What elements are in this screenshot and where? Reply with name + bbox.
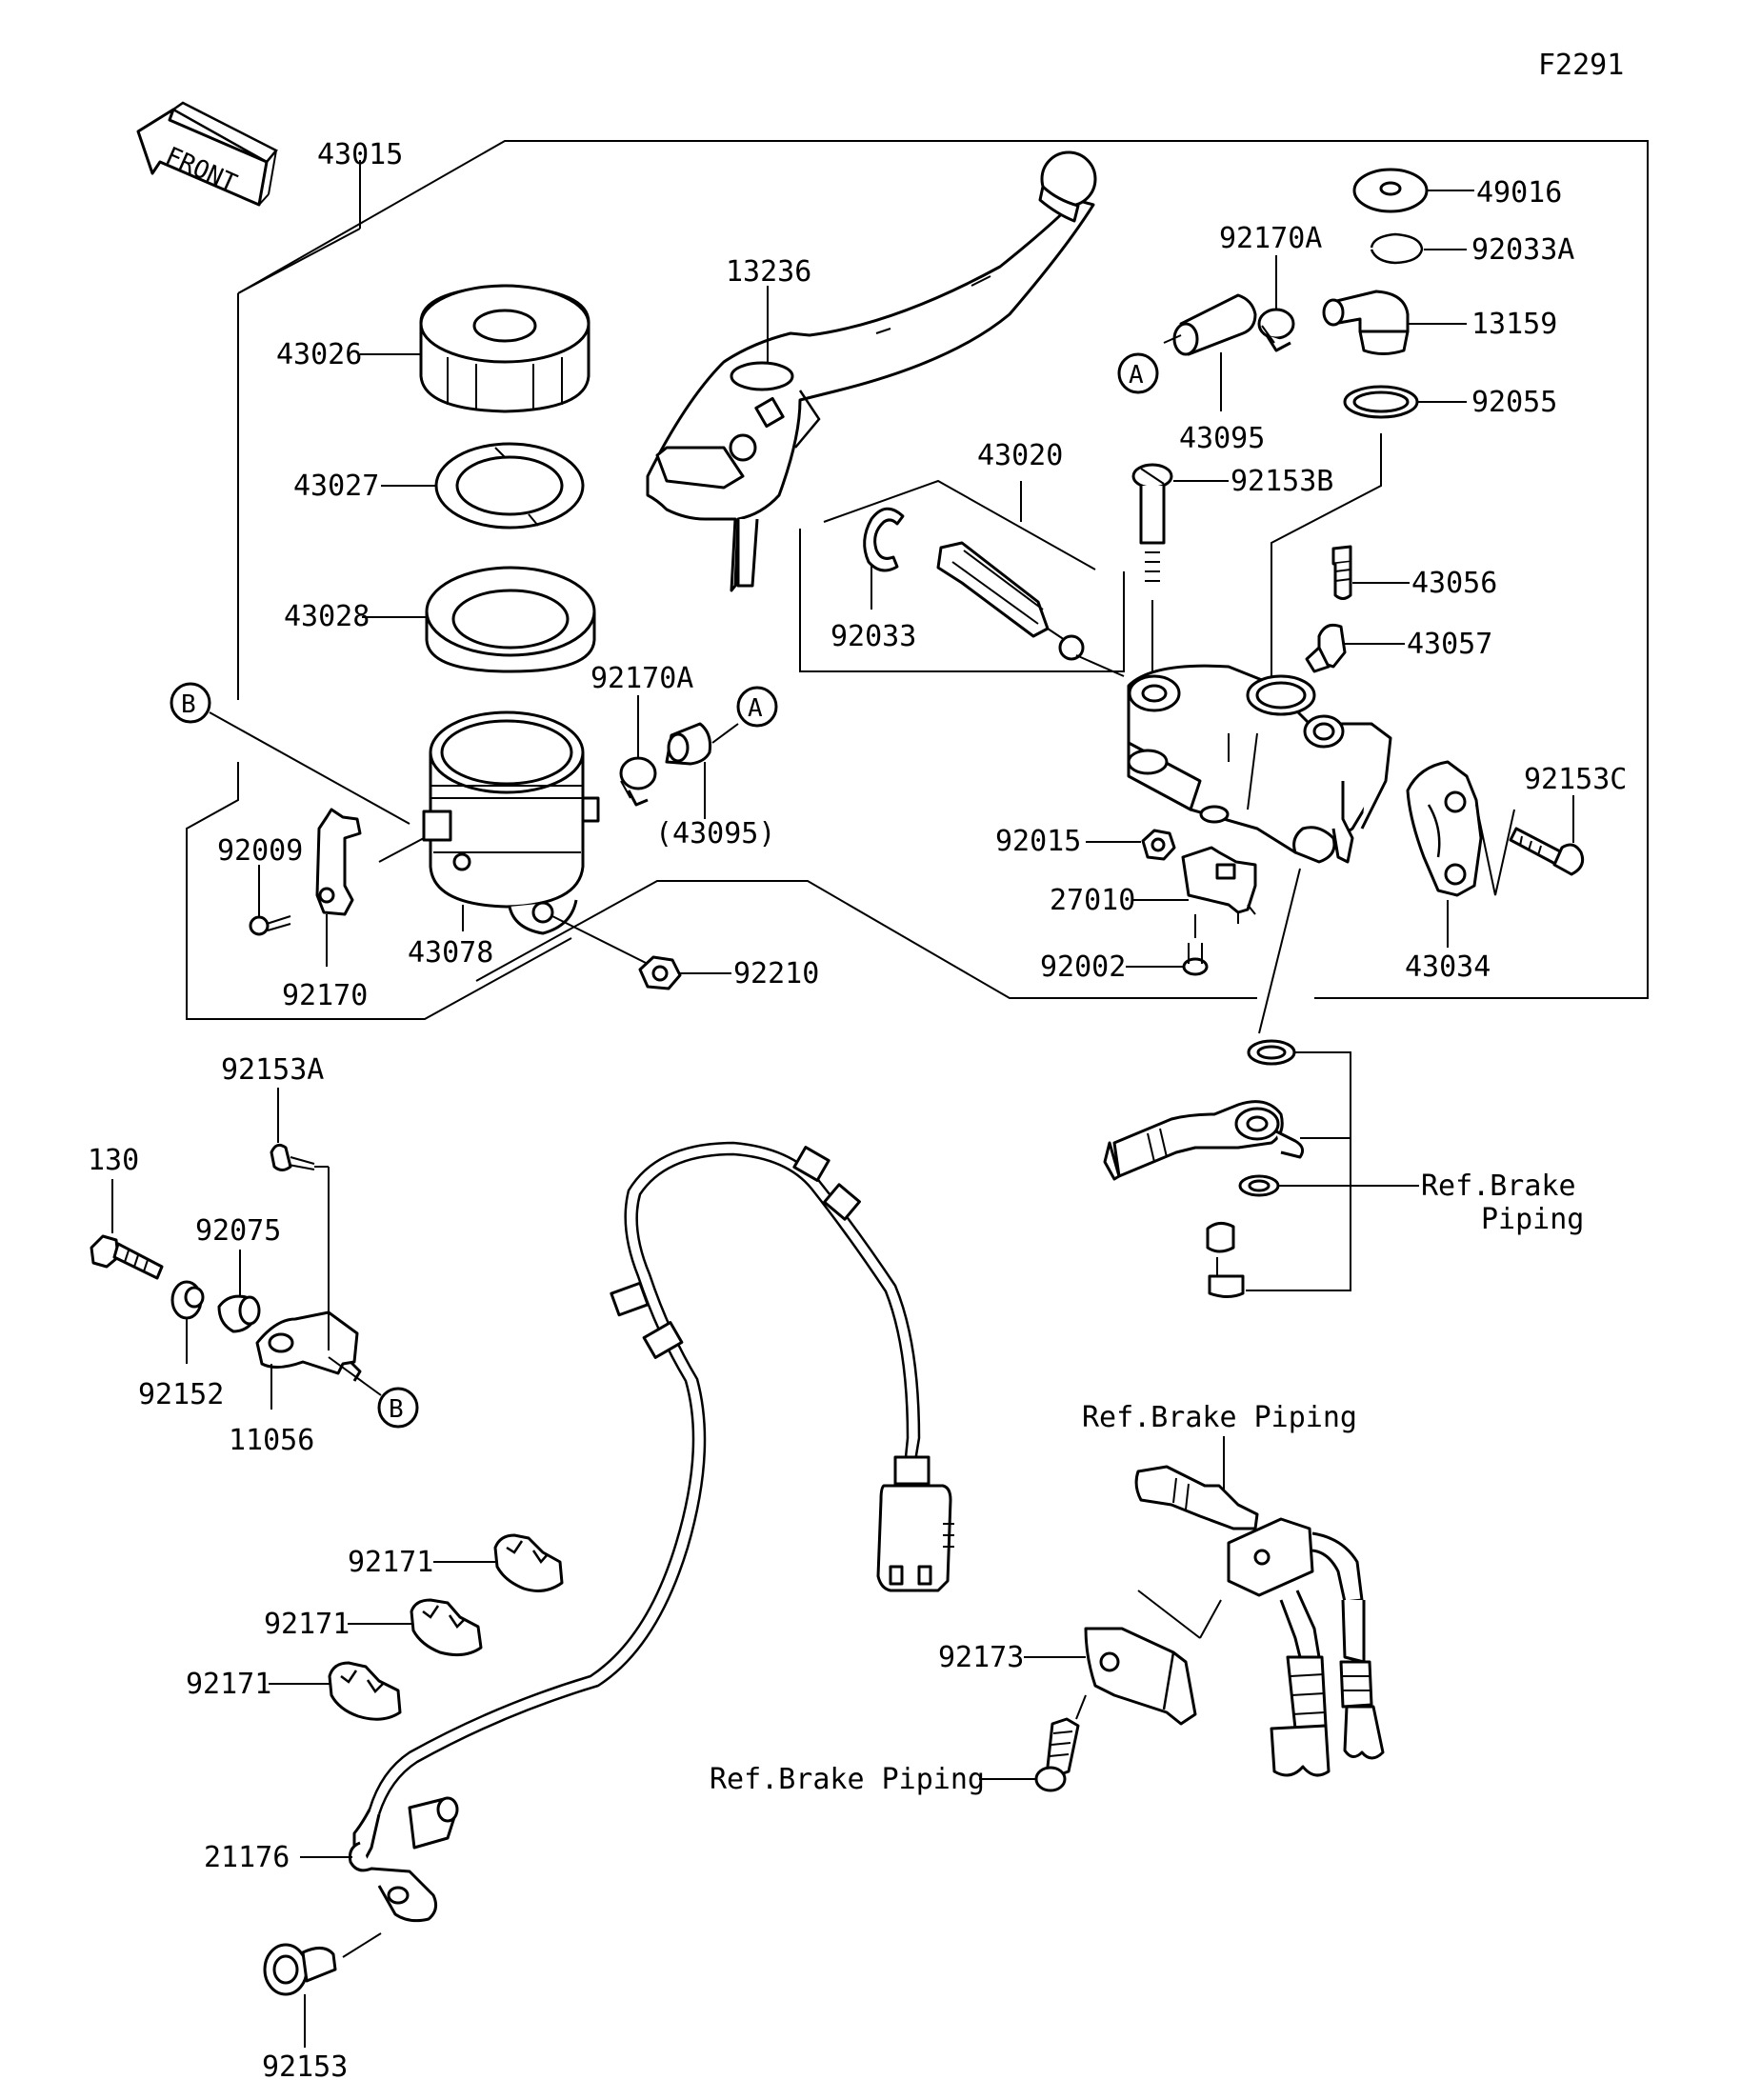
hose-43095 [1172,293,1257,356]
reservoir-tank [422,710,600,935]
part-label-92170a-top: 92170A [1219,222,1322,255]
part-label-11056: 11056 [229,1424,314,1457]
brake-hose-junction [1134,1465,1385,1777]
diaphragm [425,566,596,673]
hose-clamp-92170a-top [1257,308,1295,352]
part-label-43034: 43034 [1405,950,1491,984]
sensor-cable-21176 [349,1141,954,1923]
part-label-43028: 43028 [284,600,370,633]
svg-text:B: B [181,690,196,719]
diaphragm-plate [434,442,585,530]
brake-switch-27010 [1181,846,1257,924]
clip-92171-a [493,1533,564,1592]
hose-clamp-92170a-mid [619,756,657,807]
part-label-92153b: 92153B [1231,465,1333,498]
ref-brake-piping-label-1: Ref.Brake [1421,1170,1576,1203]
bolt-92153c [1509,827,1585,876]
bolt-130 [90,1234,164,1280]
part-label-92033a: 92033A [1471,233,1574,267]
part-label-92173: 92173 [938,1641,1024,1674]
part-label-92033: 92033 [830,620,916,653]
clip-92171-c [328,1661,402,1721]
part-label-92009: 92009 [217,834,303,868]
figure-code: F2291 [1538,49,1624,82]
callout-a-mid: A [736,686,778,728]
part-label-43095-paren: (43095) [655,817,775,850]
ref-brake-piping-label-1b: Piping [1481,1203,1584,1236]
oring-92055 [1343,385,1419,419]
screw-92009 [249,915,291,936]
part-label-92153a: 92153A [221,1053,324,1087]
part-label-43020: 43020 [977,439,1063,472]
callout-a-top: A [1117,352,1159,394]
washer-92152 [170,1280,205,1320]
svg-text:A: A [1129,361,1144,390]
front-arrow-icon: FRONT [136,101,278,207]
part-label-43027: 43027 [293,470,379,503]
part-label-49016: 49016 [1476,176,1562,210]
grommet-92075 [217,1294,261,1333]
bleeder-43056 [1331,545,1352,600]
bolt-92153a [270,1143,315,1171]
nut-92210 [638,955,682,990]
banjo-fitting [1103,1039,1305,1298]
cap-49016 [1352,168,1429,213]
part-label-92171-b: 92171 [264,1608,350,1641]
bracket-92173 [1084,1627,1197,1726]
part-label-43057: 43057 [1407,628,1492,661]
callout-b-left: B [170,682,211,724]
piston-assembly [936,541,1125,677]
elbow-fitting-13159 [1322,290,1410,355]
screw-92002 [1182,943,1209,976]
part-label-130: 130 [88,1144,139,1177]
part-label-43026: 43026 [276,338,362,371]
piston-group-outline [799,479,1125,672]
svg-text:B: B [389,1395,404,1424]
part-label-21176: 21176 [204,1841,290,1874]
ref-brake-piping-label-3: Ref.Brake Piping [710,1763,985,1796]
holder-43034 [1406,760,1483,897]
part-label-13159: 13159 [1471,308,1557,341]
brake-lever [646,150,1097,592]
part-label-92170: 92170 [282,979,368,1012]
nut-92015 [1141,829,1176,861]
part-label-43095: 43095 [1179,422,1265,455]
part-label-92015: 92015 [995,825,1081,858]
reservoir-cap [419,284,590,413]
assembly-outline [186,140,1649,1020]
part-label-92055: 92055 [1471,386,1557,419]
part-label-92210: 92210 [733,957,819,990]
part-label-13236: 13236 [726,255,811,289]
circlip-92033a [1370,232,1424,265]
bolt-92153b [1131,463,1173,582]
part-label-92002: 92002 [1040,950,1126,984]
hose-43095-short [665,722,711,766]
part-label-92153c: 92153C [1524,763,1627,796]
master-cylinder-body [1127,664,1392,864]
bolt-92153 [263,1943,337,1996]
bracket-11056 [255,1310,362,1382]
circlip-92033 [863,507,905,572]
part-label-92153: 92153 [262,2050,348,2084]
ref-brake-piping-label-2: Ref.Brake Piping [1082,1401,1357,1434]
bleeder-cap-43057 [1305,623,1347,673]
part-label-92075: 92075 [195,1214,281,1248]
part-label-43078: 43078 [408,936,493,970]
callout-b-bottom: B [377,1387,419,1429]
part-label-43015: 43015 [317,138,403,171]
part-label-92152: 92152 [138,1378,224,1411]
part-label-43056: 43056 [1411,567,1497,600]
clip-92171-b [410,1598,483,1657]
svg-text:A: A [748,694,763,723]
bracket-92170 [315,808,362,916]
part-label-92170a-mid: 92170A [590,662,693,695]
bolt-ref-brake [1034,1717,1080,1792]
part-label-92171-a: 92171 [348,1546,433,1579]
part-label-27010: 27010 [1050,884,1135,917]
part-label-92171-c: 92171 [186,1668,271,1701]
